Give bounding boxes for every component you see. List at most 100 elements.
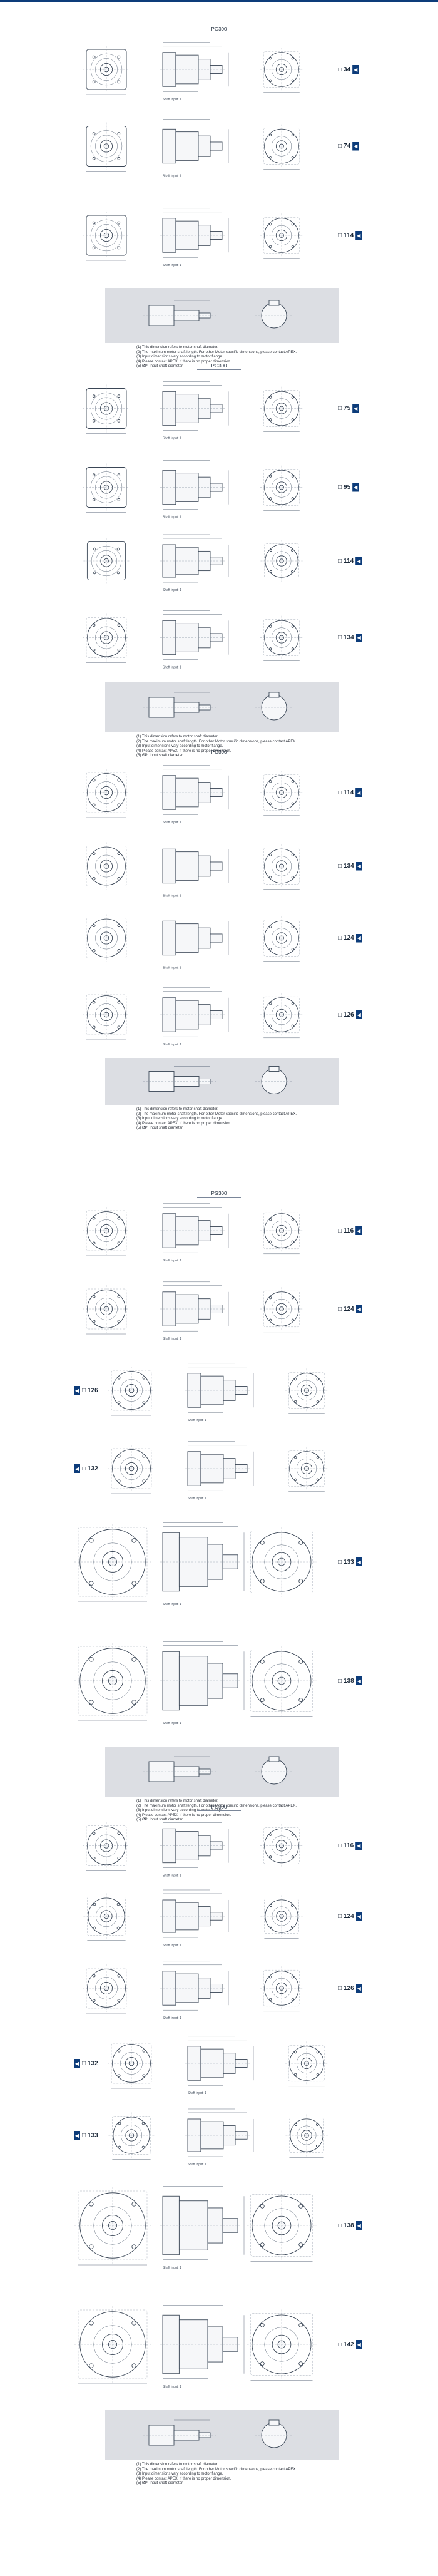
output-flange-view bbox=[260, 916, 303, 962]
input-flange-view bbox=[83, 613, 130, 663]
drawing-svg: Shaft Input: 1 bbox=[83, 839, 303, 898]
section-heading: PG300 bbox=[0, 748, 438, 757]
flange-size: 126 bbox=[344, 1011, 354, 1019]
input-flange-view bbox=[74, 2187, 151, 2266]
footnote-line: (5) ØP: Input shaft diameter. bbox=[136, 1818, 184, 1822]
size-label: □114◀ bbox=[338, 229, 362, 242]
flange-size: 138 bbox=[344, 2222, 354, 2229]
size-label: □114◀ bbox=[338, 786, 362, 799]
arrow-marker-icon: ◀ bbox=[74, 1464, 80, 1473]
drawing-svg: Shaft Input: 1 bbox=[74, 2186, 317, 2270]
size-label: □134◀ bbox=[338, 860, 362, 873]
footnote-line: (1) This dimension refers to motor shaft… bbox=[136, 346, 218, 349]
drawing-row: Shaft Input: 1 bbox=[69, 1953, 363, 2023]
output-flange-view bbox=[285, 2114, 328, 2158]
shaft-input-caption: Shaft Input: 1 bbox=[163, 1944, 181, 1947]
drawing-row: Shaft Input: 1 bbox=[69, 757, 363, 828]
shaft-input-caption: Shaft Input: 1 bbox=[163, 1603, 181, 1606]
shaft-input-caption: Shaft Input: 1 bbox=[188, 1497, 206, 1501]
gearbox-side-view bbox=[160, 1522, 245, 1596]
drawing-row: Shaft Input: 1 bbox=[69, 905, 363, 972]
flange-size: 124 bbox=[344, 935, 354, 942]
gearbox-side-view bbox=[160, 2186, 245, 2260]
arrow-marker-icon: ◀ bbox=[355, 1226, 362, 1235]
flange-size: 134 bbox=[344, 634, 354, 641]
flange-symbol: □ bbox=[338, 2222, 342, 2229]
footnote-line: (3) Input dimensions vary according to m… bbox=[136, 1117, 223, 1121]
gearbox-side-view bbox=[160, 987, 229, 1037]
drawing-svg: Shaft Input: 1 bbox=[83, 460, 303, 520]
shaft-detail-box bbox=[105, 288, 339, 343]
output-flange-view bbox=[260, 48, 303, 93]
flange-symbol: □ bbox=[338, 634, 342, 641]
shaft-input-caption: Shaft Input: 1 bbox=[163, 437, 181, 441]
shaft-input-caption: Shaft Input: 1 bbox=[163, 175, 181, 178]
size-label: □126◀ bbox=[338, 1008, 362, 1021]
drawing-svg: Shaft Input: 1 bbox=[74, 2305, 317, 2389]
top-accent-bar bbox=[0, 0, 438, 2]
drawing-row: Shaft Input: 1 bbox=[69, 110, 363, 183]
footnote-line: (1) This dimension refers to motor shaft… bbox=[136, 1107, 218, 1111]
drawing-svg: Shaft Input: 1 bbox=[83, 610, 303, 670]
drawing-row: Shaft Input: 1 bbox=[69, 1812, 363, 1879]
flange-symbol: □ bbox=[82, 1465, 86, 1472]
shaft-input-caption: Shaft Input: 1 bbox=[163, 98, 181, 101]
shaft-detail-box bbox=[105, 682, 339, 732]
output-flange-view bbox=[260, 465, 303, 511]
drawing-row: Shaft Input: 1 bbox=[69, 371, 363, 446]
section-heading: PG300 bbox=[0, 1189, 438, 1198]
flange-size: 133 bbox=[88, 2132, 98, 2139]
flange-size: 124 bbox=[344, 1305, 354, 1313]
drawing-row: Shaft Input: 1 bbox=[69, 2291, 363, 2398]
input-flange-view bbox=[108, 1445, 155, 1494]
arrow-marker-icon: ◀ bbox=[355, 633, 362, 642]
shaft-detail-svg bbox=[143, 692, 293, 721]
gearbox-side-view bbox=[185, 1441, 254, 1491]
drawing-row: Shaft Input: 1 bbox=[69, 188, 363, 283]
flange-size: 126 bbox=[88, 1387, 98, 1394]
drawing-svg: Shaft Input: 1 bbox=[83, 911, 303, 970]
arrow-marker-icon: ◀ bbox=[352, 483, 359, 492]
size-label: □34◀ bbox=[338, 63, 359, 76]
drawing-row: Shaft Input: 1 bbox=[69, 2103, 363, 2167]
flange-symbol: □ bbox=[338, 143, 342, 150]
size-label: □138◀ bbox=[338, 1675, 362, 1687]
footnote-line: (4) Please contact APEX, if there is no … bbox=[136, 1813, 232, 1817]
drawing-svg: Shaft Input: 1 bbox=[83, 765, 303, 824]
flange-size: 124 bbox=[344, 1912, 354, 1920]
shaft-input-caption: Shaft Input: 1 bbox=[188, 2091, 206, 2095]
section-heading: PG300 bbox=[0, 1803, 438, 1812]
flange-size: 132 bbox=[88, 2060, 98, 2067]
flange-symbol: □ bbox=[338, 1305, 342, 1313]
keyway-detail-drawing bbox=[255, 2419, 293, 2448]
gearbox-side-view bbox=[160, 1641, 245, 1715]
flange-symbol: □ bbox=[338, 484, 342, 491]
shaft-input-caption: Shaft Input: 1 bbox=[163, 2266, 181, 2270]
arrow-marker-icon: ◀ bbox=[74, 2131, 80, 2140]
drawing-svg: Shaft Input: 1 bbox=[108, 1441, 328, 1501]
drawing-row: Shaft Input: 1 bbox=[69, 1628, 363, 1734]
footnote-line: (2) The maximum motor shaft length. For … bbox=[136, 350, 297, 354]
drawing-row: Shaft Input: 1 bbox=[69, 833, 363, 900]
size-label: ◀□133 bbox=[74, 2129, 98, 2142]
flange-symbol: □ bbox=[338, 1984, 342, 1992]
shaft-detail-drawing bbox=[143, 2419, 218, 2446]
footnote-line: (3) Input dimensions vary according to m… bbox=[136, 355, 223, 359]
gearbox-side-view bbox=[160, 1819, 229, 1868]
flange-size: 34 bbox=[344, 66, 351, 73]
shaft-detail-box bbox=[105, 1747, 339, 1797]
flange-symbol: □ bbox=[82, 1387, 86, 1394]
arrow-marker-icon: ◀ bbox=[352, 141, 359, 151]
output-flange-view bbox=[260, 124, 303, 170]
input-flange-view bbox=[83, 212, 130, 261]
footnote-line: (1) This dimension refers to motor shaft… bbox=[136, 2463, 218, 2466]
gearbox-side-view bbox=[185, 2036, 254, 2086]
output-flange-view bbox=[260, 993, 303, 1039]
shaft-detail-drawing bbox=[143, 300, 218, 326]
shaft-detail-box bbox=[105, 1058, 339, 1105]
input-flange-view bbox=[83, 1822, 130, 1871]
drawing-row: Shaft Input: 1 bbox=[69, 529, 363, 593]
flange-size: 116 bbox=[344, 1227, 354, 1234]
size-label: □124◀ bbox=[338, 1303, 362, 1315]
drawing-svg: Shaft Input: 1 bbox=[74, 1522, 317, 1606]
